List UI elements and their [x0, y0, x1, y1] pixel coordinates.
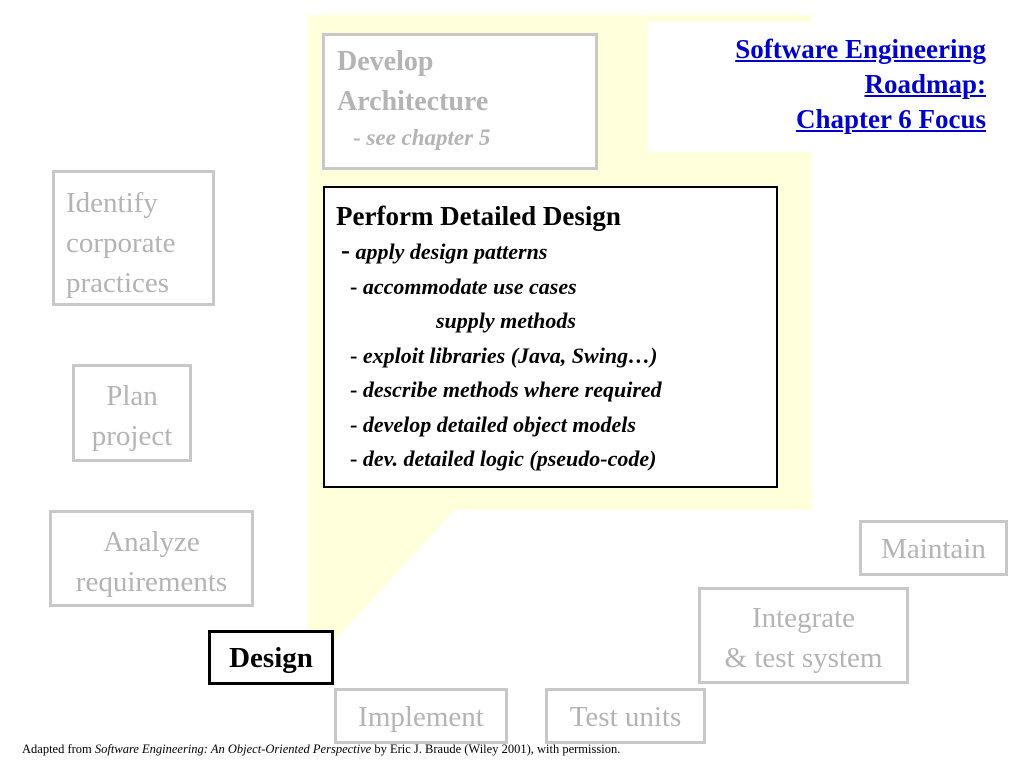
- step-analyze-line-1: Analyze: [103, 526, 200, 558]
- step-implement-label: Implement: [358, 701, 484, 733]
- step-analyze-requirements: Analyze requirements: [49, 510, 254, 607]
- detail-item-dash: -: [341, 235, 350, 265]
- detail-item: - exploit libraries (Java, Swing…): [336, 339, 776, 374]
- detail-item-text: supply methods: [436, 308, 576, 333]
- develop-architecture-dash: -: [353, 125, 361, 150]
- step-integrate-line-1: Integrate: [751, 602, 856, 634]
- detail-item-text: accommodate use cases: [362, 273, 577, 299]
- detail-item: - accommodate use cases: [336, 270, 776, 305]
- detail-item-text: exploit libraries (Java, Swing…): [362, 342, 658, 368]
- detailed-design-title: Perform Detailed Design: [336, 201, 621, 231]
- detail-item-text: develop detailed object models: [362, 411, 636, 437]
- detail-item: - dev. detailed logic (pseudo-code): [336, 442, 776, 477]
- step-design: Design: [208, 630, 334, 685]
- title-line-3: Chapter 6 Focus: [795, 104, 986, 134]
- develop-architecture-box: Develop Architecture - see chapter 5: [322, 33, 598, 170]
- detail-item-dash: -: [350, 446, 358, 471]
- step-plan-line-2: project: [91, 420, 173, 452]
- detail-item: - describe methods where required: [336, 373, 776, 408]
- develop-architecture-line-1: Develop: [337, 46, 434, 77]
- step-plan-project: Plan project: [72, 364, 192, 462]
- step-test-units: Test units: [545, 688, 706, 744]
- step-integrate-test-system: Integrate & test system: [698, 587, 909, 684]
- footer-prefix: Adapted from: [22, 742, 95, 756]
- step-design-label: Design: [229, 642, 313, 674]
- step-identify-corporate-practices: Identify corporate practices: [52, 170, 215, 306]
- step-analyze-line-2: requirements: [75, 566, 228, 598]
- step-identify-line-2: corporate: [66, 227, 176, 259]
- step-test-units-label: Test units: [569, 701, 682, 733]
- detail-item-text: describe methods where required: [362, 377, 662, 402]
- detail-item-dash: -: [350, 342, 358, 368]
- slide-title: Software Engineering Roadmap: Chapter 6 …: [648, 22, 998, 152]
- footer-suffix: by Eric J. Braude (Wiley 2001), with per…: [371, 742, 621, 756]
- step-plan-line-1: Plan: [106, 380, 158, 412]
- footer-attribution: Adapted from Software Engineering: An Ob…: [22, 742, 620, 757]
- detailed-design-box: Perform Detailed Design - apply design p…: [323, 186, 778, 488]
- step-maintain-label: Maintain: [881, 533, 986, 565]
- develop-architecture-note-text: see chapter 5: [366, 125, 491, 150]
- step-integrate-line-2: & test system: [724, 642, 883, 674]
- detail-item-text: dev. detailed logic (pseudo-code): [362, 446, 657, 471]
- step-identify-line-1: Identify: [66, 187, 158, 219]
- detail-item-dash: -: [350, 377, 358, 402]
- detail-item: - develop detailed object models: [336, 408, 776, 443]
- detail-item: supply methods: [336, 304, 776, 339]
- detail-item-dash: -: [350, 273, 358, 299]
- step-implement: Implement: [334, 688, 508, 744]
- title-line-2: Roadmap:: [864, 69, 986, 99]
- footer-book-title: Software Engineering: An Object-Oriented…: [94, 742, 372, 756]
- develop-architecture-note: - see chapter 5: [337, 122, 595, 154]
- develop-architecture-line-2: Architecture: [337, 86, 489, 117]
- detail-item-text: apply design patterns: [355, 239, 548, 264]
- step-identify-line-3: practices: [66, 267, 170, 299]
- title-line-1: Software Engineering: [735, 34, 986, 64]
- detail-item: - apply design patterns: [336, 233, 776, 270]
- detail-item-dash: -: [350, 411, 358, 437]
- step-maintain: Maintain: [859, 520, 1008, 576]
